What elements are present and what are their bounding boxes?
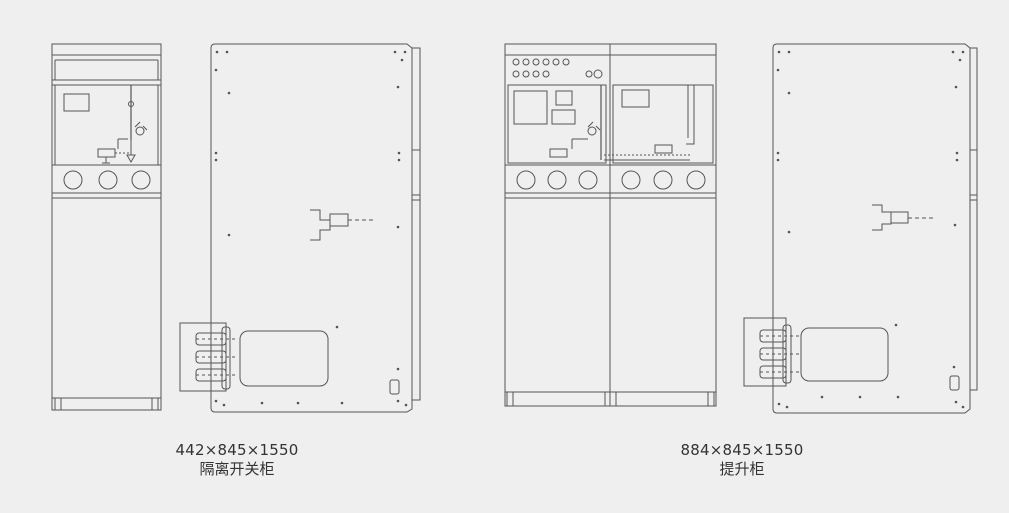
bolt-holes [214, 50, 408, 407]
cabinet-1-side-view [179, 43, 421, 413]
cabinet-1-front-view [51, 43, 162, 411]
figure-1-caption: 442×845×1550 隔离开关柜 [107, 441, 367, 479]
figure-2-caption: 884×845×1550 提升柜 [612, 441, 872, 479]
figure-2-dimensions: 884×845×1550 [680, 441, 804, 459]
figure-1-name: 隔离开关柜 [199, 460, 275, 478]
cabinet-2-side-view [743, 43, 978, 414]
figure-1-dimensions: 442×845×1550 [175, 441, 299, 459]
bolt-holes-2 [776, 50, 965, 409]
cabinet-2-front-view [504, 43, 717, 407]
indicator-lamps [512, 58, 603, 79]
figure-2-name: 提升柜 [719, 460, 765, 478]
